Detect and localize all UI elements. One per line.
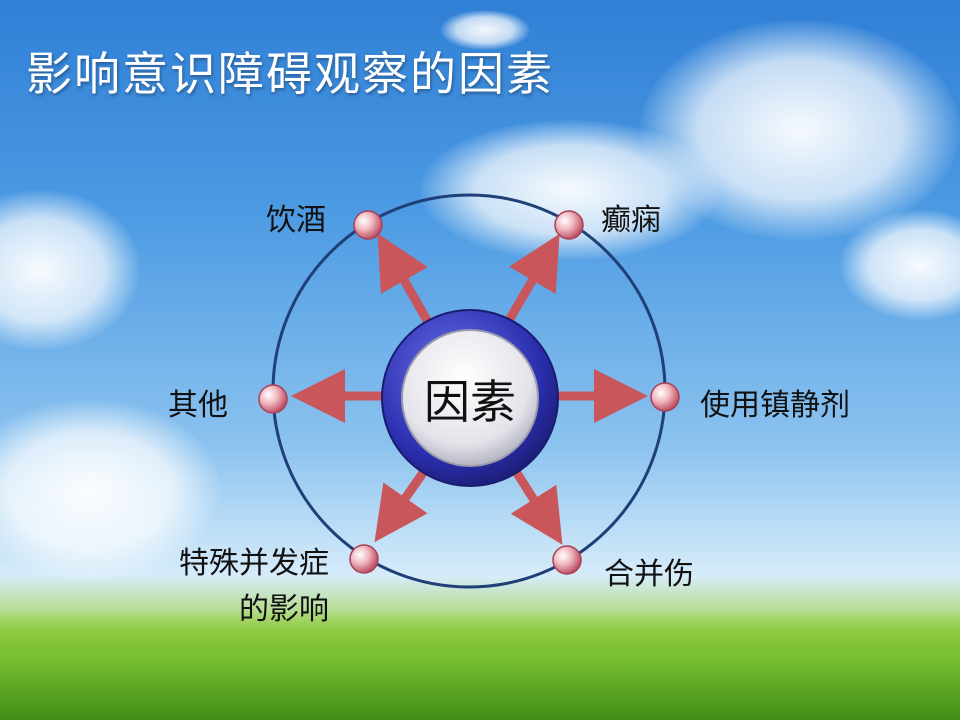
- cloud: [840, 210, 960, 320]
- node-complications: [349, 544, 379, 574]
- arrow-drinking: [377, 233, 432, 325]
- node-combined-injury: [552, 545, 582, 575]
- label-complications-line1: 特殊并发症: [179, 546, 329, 581]
- label-epilepsy: 癫痫: [601, 203, 661, 238]
- grass-meadow: [0, 610, 960, 720]
- arrow-epilepsy: [504, 233, 560, 325]
- cloud: [440, 10, 530, 50]
- label-others: 其他: [168, 388, 228, 423]
- node-sedatives: [650, 382, 680, 412]
- label-combined-injury: 合并伤: [604, 557, 694, 592]
- cloud: [0, 400, 220, 580]
- arrow-combined-injury: [510, 467, 563, 545]
- arrow-complications: [374, 467, 429, 543]
- label-drinking: 饮酒: [266, 203, 326, 238]
- slide-title: 影响意识障碍观察的因素: [26, 47, 554, 101]
- arrows: [291, 233, 648, 545]
- hub-label: 因素: [424, 375, 516, 429]
- hub-inner: [401, 329, 539, 467]
- label-complications-line2: 的影响: [239, 592, 329, 627]
- node-others: [258, 384, 288, 414]
- label-sedatives: 使用镇静剂: [700, 388, 850, 423]
- nodes: [258, 210, 680, 575]
- node-epilepsy: [554, 210, 584, 240]
- node-drinking: [353, 210, 383, 240]
